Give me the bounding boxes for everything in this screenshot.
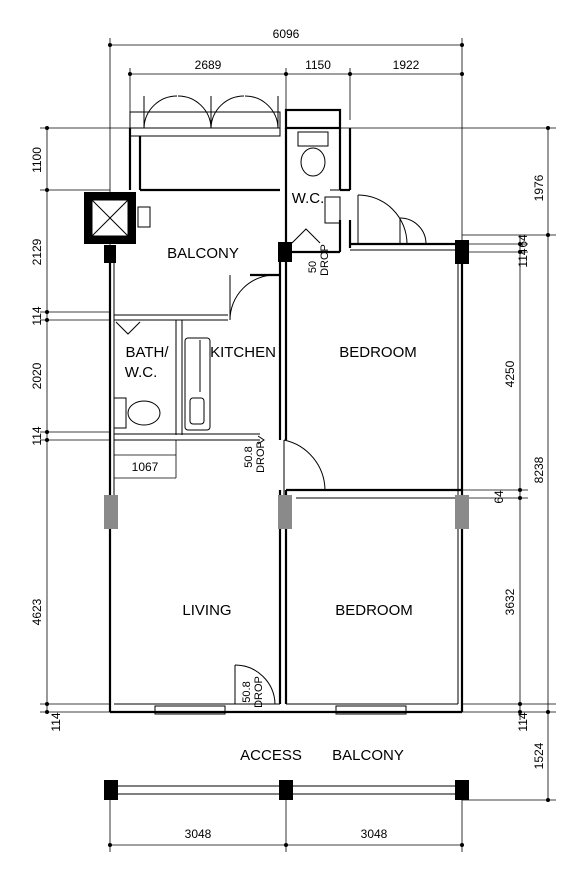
drop-notes: 50 DROP 50.8 DROP 50.8 DROP — [241, 244, 331, 708]
note-wc-drop-label: DROP — [319, 244, 331, 276]
dim-right-64-a: 64 — [516, 234, 530, 248]
right-dimensions: 1976 64 114 4250 64 3632 114 8238 1524 — [340, 126, 556, 802]
note-living-drop-label: DROP — [253, 676, 265, 708]
top-balcony-folding-doors — [129, 95, 281, 137]
dim-top-a: 2689 — [195, 58, 222, 72]
top-dimensions: 6096 2689 1150 1922 — [108, 27, 464, 245]
room-label-access-balcony: BALCONY — [332, 747, 404, 764]
bottom-dimensions: 3048 3048 — [108, 800, 464, 852]
dim-right-114-a: 114 — [516, 248, 530, 267]
dim-left-114-b: 114 — [30, 426, 44, 445]
left-dimensions: 1100 2129 114 2020 114 4623 114 — [30, 126, 135, 732]
room-label-bedroom-upper: BEDROOM — [339, 344, 417, 361]
note-wc-drop-value: 50 — [307, 261, 319, 273]
dim-top-c: 1922 — [393, 58, 420, 72]
doors-and-fixtures — [113, 131, 440, 705]
room-labels: BALCONY W.C. BATH/ W.C. KITCHEN BEDROOM … — [125, 190, 417, 764]
walls — [108, 108, 464, 715]
note-kitchen-drop-label: DROP — [255, 441, 267, 473]
dim-right-114-b: 114 — [516, 712, 530, 731]
dim-right-64-b: 64 — [492, 490, 506, 504]
dim-inner-1067: 1067 — [132, 460, 159, 474]
dim-right-1976: 1976 — [532, 174, 546, 201]
room-label-living: LIVING — [182, 602, 231, 619]
dim-right-8238: 8238 — [532, 456, 546, 483]
dim-left-1100: 1100 — [30, 147, 44, 173]
room-label-bath-line1: BATH/ — [125, 344, 169, 361]
room-label-wc: W.C. — [292, 190, 325, 207]
dim-top-total: 6096 — [273, 27, 300, 41]
note-living-drop-value: 50.8 — [241, 681, 253, 702]
dim-left-114-c: 114 — [49, 712, 63, 731]
room-label-bath-line2: W.C. — [125, 364, 158, 381]
dim-bottom-a: 3048 — [185, 827, 212, 841]
structural-columns — [104, 240, 469, 800]
service-shaft — [84, 192, 151, 244]
dim-left-2129: 2129 — [30, 238, 44, 265]
dim-top-b: 1150 — [305, 58, 331, 72]
dim-right-1524: 1524 — [532, 742, 546, 769]
room-label-access: ACCESS — [240, 747, 302, 764]
dim-left-4623: 4623 — [30, 598, 44, 625]
room-label-balcony: BALCONY — [167, 245, 239, 262]
room-label-bedroom-lower: BEDROOM — [335, 602, 413, 619]
dim-left-114-a: 114 — [30, 306, 44, 325]
note-kitchen-drop-value: 50.8 — [243, 446, 255, 467]
room-label-kitchen: KITCHEN — [210, 344, 276, 361]
dim-right-3632: 3632 — [503, 588, 517, 615]
dim-bottom-b: 3048 — [361, 827, 388, 841]
dim-left-2020: 2020 — [30, 362, 44, 389]
dim-right-4250: 4250 — [503, 360, 517, 387]
